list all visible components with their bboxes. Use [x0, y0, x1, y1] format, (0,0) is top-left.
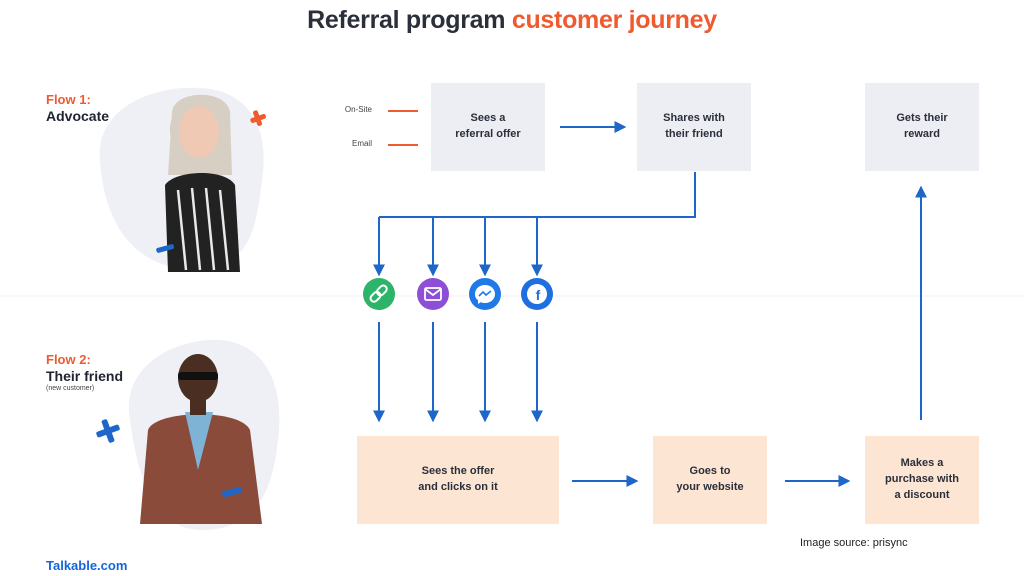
- title-accent: customer journey: [511, 6, 717, 34]
- title-main: Referral program: [307, 6, 506, 34]
- plus-orange-icon: [250, 110, 266, 126]
- box-sees-offer: Sees a referral offer: [431, 83, 545, 171]
- flow2-sub: (new customer): [46, 385, 95, 393]
- flow1-name: Advocate: [46, 107, 110, 124]
- flow1-number: Flow 1:: [46, 92, 91, 107]
- svg-text:f: f: [536, 287, 541, 303]
- box-website: Goes to your website: [653, 436, 767, 524]
- flow2-name: Their friend: [46, 367, 124, 384]
- plus-blue-icon: [96, 419, 120, 443]
- connector-share-branch: [379, 172, 696, 218]
- channel-email: Email: [351, 139, 372, 148]
- brand-link[interactable]: Talkable.com: [46, 558, 128, 573]
- flow2-label: Flow 2: Their friend (new customer): [46, 352, 123, 394]
- dash-blue-icon: [156, 244, 175, 253]
- link-icon: [363, 278, 395, 310]
- email-icon: [417, 278, 449, 310]
- box-reward: Gets their reward: [865, 83, 979, 171]
- image-source: Image source: prisync: [800, 537, 908, 549]
- box-purchase: Makes a purchase with a discount: [865, 436, 979, 524]
- messenger-icon: [469, 278, 501, 310]
- box-shares: Shares with their friend: [637, 83, 751, 171]
- dash-blue-icon-2: [222, 486, 242, 498]
- page-title: Referral program customer journey: [0, 6, 1024, 35]
- friend-illustration: [128, 339, 280, 531]
- advocate-illustration: [99, 87, 264, 272]
- flow2-number: Flow 2:: [46, 352, 91, 367]
- channel-onsite: On-Site: [344, 105, 372, 114]
- facebook-icon: f: [521, 278, 553, 310]
- box-clicks: Sees the offer and clicks on it: [357, 436, 559, 524]
- flow1-label: Flow 1: Advocate: [46, 92, 109, 124]
